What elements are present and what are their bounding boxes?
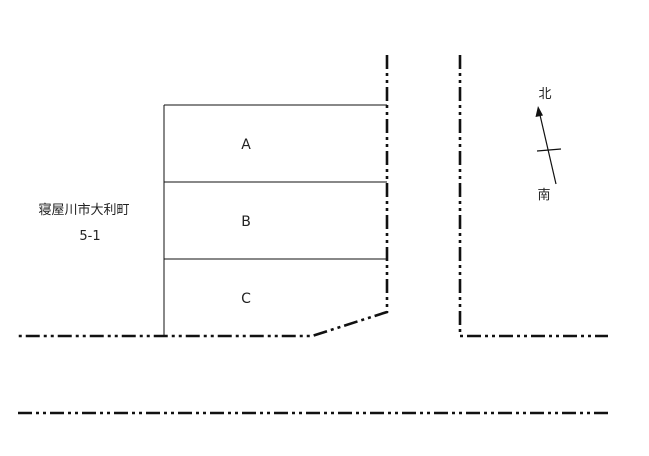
address-line-2: 5-1 (79, 229, 100, 244)
compass-icon: 北 南 (535, 87, 562, 203)
lot-outlines (163, 104, 387, 335)
road-edge-east-corner (458, 55, 608, 338)
lot-b-label: B (241, 214, 251, 230)
lot-c-label: C (241, 291, 251, 307)
compass-crossbar (536, 148, 562, 152)
road-boundaries (18, 55, 608, 415)
compass-south-label: 南 (537, 187, 550, 203)
compass-arrowhead-icon (535, 106, 543, 117)
road-edge-west-corner (18, 55, 389, 338)
lot-a-label: A (241, 137, 251, 153)
compass-north-label: 北 (538, 87, 551, 102)
address-line-1: 寝屋川市大利町 (38, 202, 129, 218)
